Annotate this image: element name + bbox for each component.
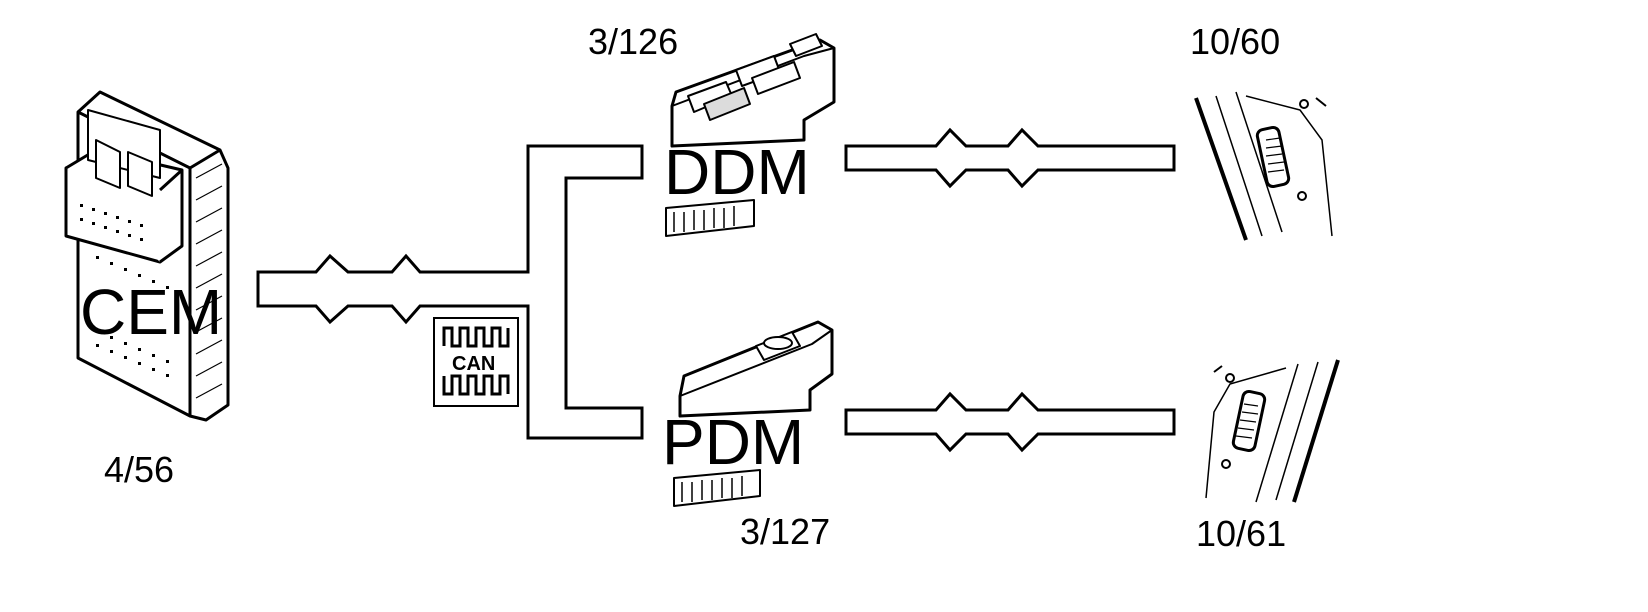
cem-module [64,90,230,422]
can-badge: CAN [433,317,519,407]
pdm-ref: 3/127 [740,511,830,552]
pdm-label: PDM [662,406,804,478]
ddm-label: DDM [664,136,810,208]
window-motor-driver [1194,91,1333,241]
ddm-motor-link [844,127,1176,189]
can-badge-label: CAN [452,353,495,375]
cem-label: CEM [80,276,222,348]
cem-ref: 4/56 [104,449,174,490]
window-motor-driver-ref: 10/60 [1190,21,1280,62]
ddm-ref: 3/126 [588,21,678,62]
window-motor-passenger [1205,359,1340,503]
window-motor-passenger-ref: 10/61 [1196,513,1286,554]
pdm-motor-link [844,391,1176,453]
pdm-module [673,320,834,507]
ddm-module [665,33,836,237]
can-bus-trunk [256,144,644,440]
